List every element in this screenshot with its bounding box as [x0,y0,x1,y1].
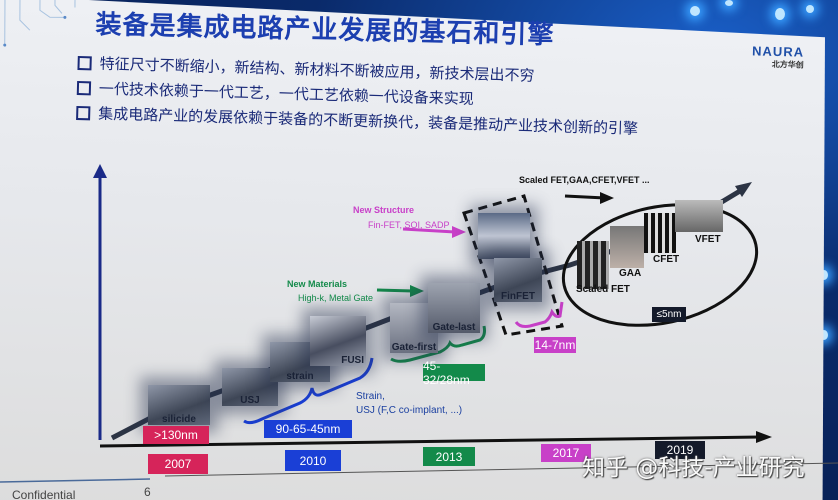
silicide-image: silicide [148,385,210,425]
stage-light [820,330,828,340]
future-structures-heading: Scaled FET,GAA,CFET,VFET ... [519,175,650,185]
circuit-decoration-icon [3,0,76,47]
fusi-image: FUSI [310,316,366,366]
image-caption: silicide [162,414,196,425]
new-materials-items: High-k, Metal Gate [298,293,374,303]
year-tag-2019: 2019 [655,441,705,459]
cfet-label: CFET [653,254,680,265]
finfet-image: FinFET [494,258,542,302]
strain-note: Strain, [356,391,385,402]
year-tag-2010: 2010 [285,450,341,471]
node-tag-130nm: >130nm [143,426,209,444]
year-tag-2017: 2017 [541,444,591,462]
new-materials-heading: New Materials [287,279,348,289]
new-structure-items: Fin-FET, SOI, SADP [368,220,450,230]
stage-light [725,0,733,6]
new-structure-heading: New Structure [353,205,415,215]
image-caption: Gate-first [391,342,437,353]
confidential-label: Confidential [12,488,76,500]
stage-light [775,8,785,20]
gaa-label: GAA [619,268,642,279]
cfet-image [644,213,676,253]
usj-note: USJ (F,C co-implant, ...) [356,405,463,416]
gate-last-image: Gate-last [428,283,480,333]
finfet-sem-image [478,213,530,259]
scaled-fet-label: Scaled FET [576,284,630,295]
node-tag-5nm: ≤5nm [652,307,686,322]
stage-light [806,5,814,13]
image-caption: FinFET [501,291,535,302]
image-caption: FUSI [341,355,364,366]
image-caption: Gate-last [432,322,476,333]
year-tag-2007: 2007 [148,454,208,474]
stage-light [690,6,700,16]
zhihu-watermark: 知乎 @科技-产业研究 [582,455,805,481]
node-tag-90-65-45nm: 90-65-45nm [264,420,352,438]
stage-light [820,270,828,280]
vfet-label: VFET [695,234,721,245]
scaled-fet-image [577,241,609,289]
image-caption: strain [286,371,314,382]
image-caption: USJ [240,395,260,406]
page-number: 6 [144,485,151,499]
vfet-image [675,200,723,232]
year-tag-2013: 2013 [423,447,475,466]
gaa-image [610,226,644,268]
usj-image: USJ [222,368,278,406]
node-tag-45-32-28nm: 45-32/28nm [423,359,485,387]
node-tag-14-7nm: 14-7nm [534,337,576,353]
